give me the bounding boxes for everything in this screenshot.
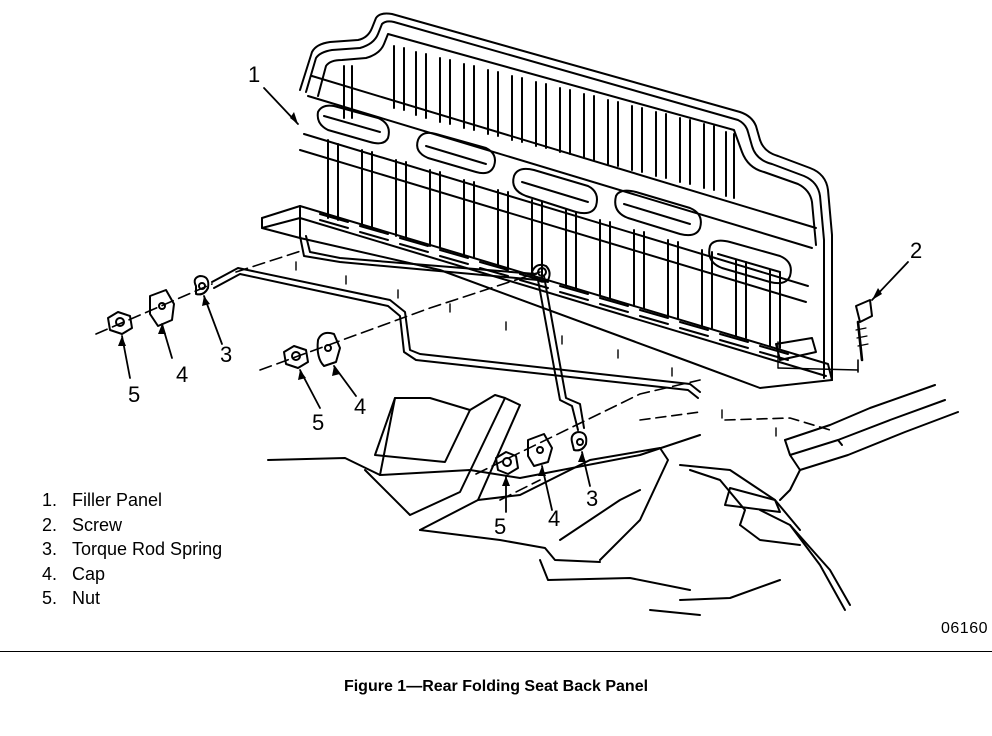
legend-number: 1. bbox=[42, 490, 58, 510]
legend-item-torque-rod-spring: 3. Torque Rod Spring bbox=[42, 537, 222, 562]
legend-item-nut: 5. Nut bbox=[42, 586, 222, 611]
callout-torque-rod-spring-right: 3 bbox=[586, 486, 598, 511]
caption-divider bbox=[0, 651, 992, 652]
torque-rod bbox=[211, 235, 701, 431]
torque-rod-spring-right bbox=[570, 431, 588, 452]
callout-torque-rod-spring-left: 3 bbox=[220, 342, 232, 367]
callout-screw: 2 bbox=[910, 238, 922, 263]
cap-left bbox=[149, 289, 175, 327]
legend-label: Nut bbox=[72, 588, 101, 609]
legend-label: Screw bbox=[72, 514, 123, 535]
legend-item-screw: 2. Screw bbox=[42, 513, 222, 538]
legend-number: 4. bbox=[42, 563, 58, 584]
cap-center bbox=[316, 331, 341, 367]
callout-nut-left: 5 bbox=[128, 382, 140, 407]
callout-nut-center: 5 bbox=[312, 410, 324, 435]
callout-cap-left: 4 bbox=[176, 362, 188, 387]
legend-number: 5. bbox=[42, 588, 58, 609]
callout-filler-panel: 1 bbox=[248, 62, 260, 87]
nut-right bbox=[495, 451, 519, 475]
figure-caption: Figure 1—Rear Folding Seat Back Panel bbox=[343, 678, 649, 695]
vehicle-floor-structure bbox=[267, 384, 959, 616]
assembly-centerlines bbox=[95, 249, 859, 501]
screw bbox=[855, 299, 873, 362]
legend-number: 2. bbox=[42, 514, 58, 535]
cap-right bbox=[527, 433, 553, 467]
torque-rod-spring-left bbox=[193, 275, 210, 296]
legend-number: 3. bbox=[42, 539, 58, 560]
legend-item-filler-panel: 1. Filler Panel bbox=[42, 488, 222, 513]
legend-item-cap: 4. Cap bbox=[42, 562, 222, 587]
legend-label: Cap bbox=[72, 563, 106, 584]
parts-legend: 1. Filler Panel 2. Screw 3. Torque Rod Spri… bbox=[42, 488, 222, 611]
callout-cap-right: 4 bbox=[548, 506, 560, 531]
legend-label: Filler Panel bbox=[72, 490, 163, 510]
legend-label: Torque Rod Spring bbox=[72, 539, 223, 560]
callout-leaders bbox=[121, 87, 909, 513]
drawing-reference-code: 06160 bbox=[941, 620, 988, 637]
callout-arrowheads bbox=[118, 112, 882, 486]
callout-nut-right: 5 bbox=[494, 514, 506, 539]
floor-holes bbox=[295, 261, 777, 437]
filler-panel bbox=[261, 12, 833, 389]
callout-cap-center: 4 bbox=[354, 394, 366, 419]
